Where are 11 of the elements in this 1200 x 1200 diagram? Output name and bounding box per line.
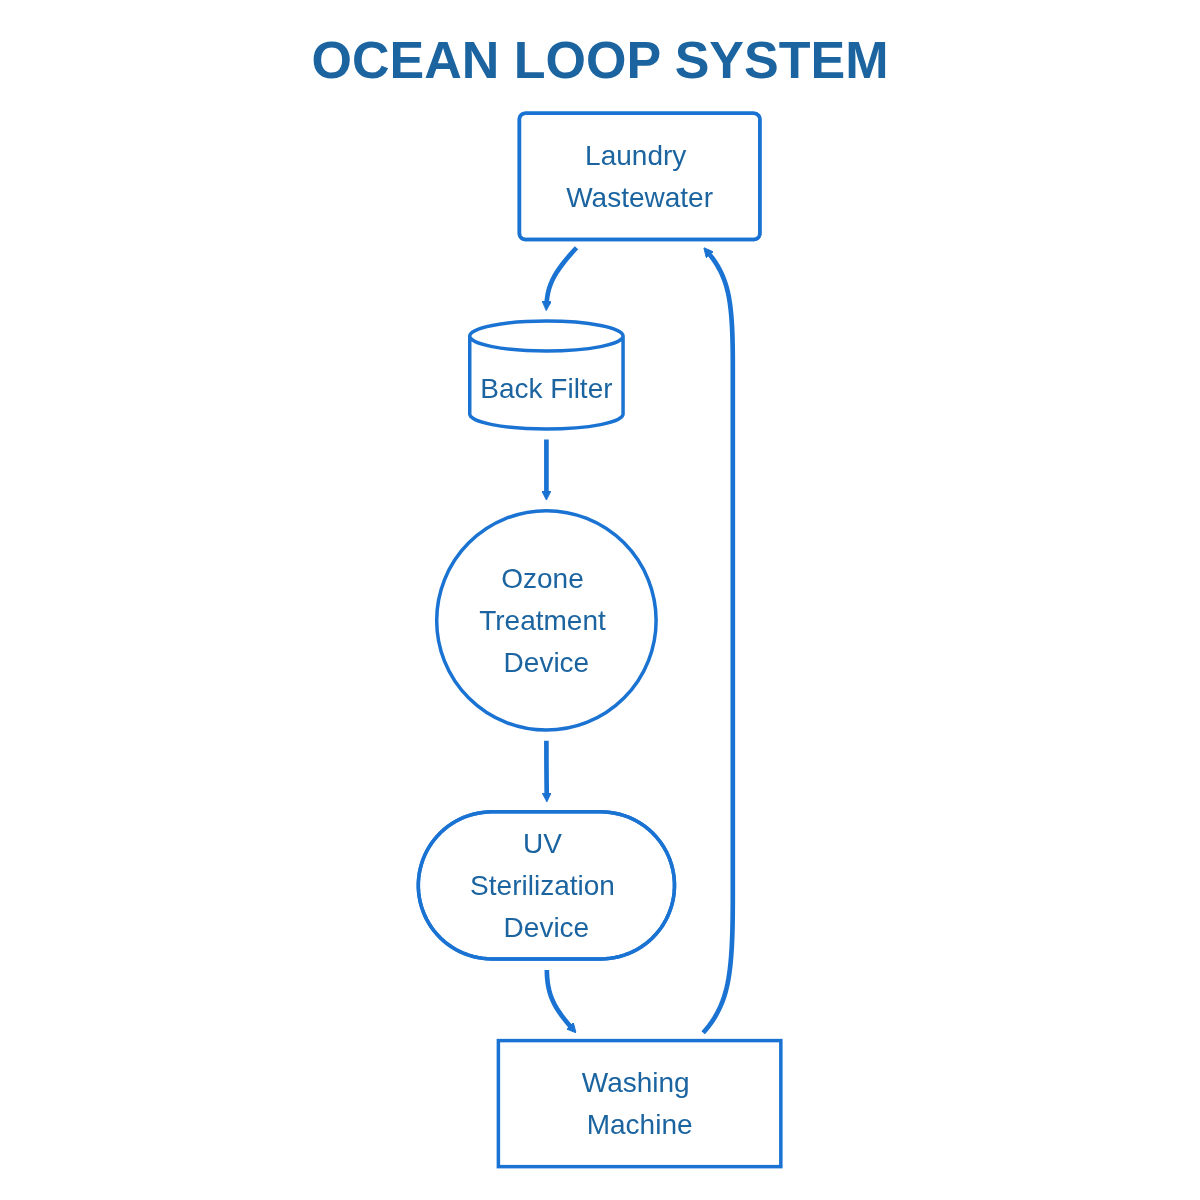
circle-node: Ozone Treatment Device (435, 508, 659, 732)
arrow (541, 439, 552, 501)
arrow (701, 247, 736, 1035)
cylinder-node: Back Filter (468, 319, 626, 431)
diagram-title: OCEAN LOOP SYSTEM (311, 30, 889, 90)
arrow (542, 246, 579, 312)
process-box: Washing Machine (497, 1038, 783, 1169)
rounded-box-node: Laundry Wastewater (518, 111, 762, 242)
arrow (544, 969, 577, 1034)
arrow (542, 740, 553, 803)
pill-node: UV Sterilization Device (417, 810, 677, 961)
